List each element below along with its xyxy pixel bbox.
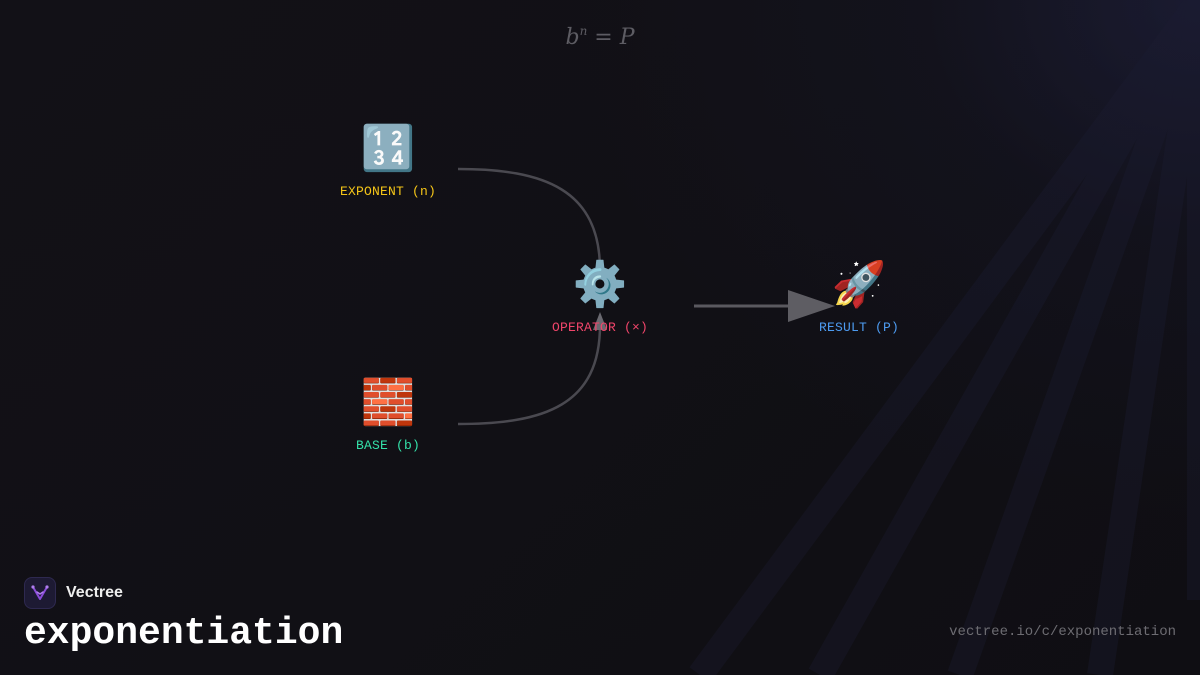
concept-url[interactable]: vectree.io/c/exponentiation (949, 624, 1176, 640)
rocket-icon: 🚀 (831, 259, 887, 310)
edge-base-to-operator (457, 324, 602, 426)
edge-exponent-to-operator (457, 167, 602, 271)
edge-operator-to-result-arrowhead (788, 290, 835, 322)
concept-title: exponentiation (24, 612, 344, 655)
node-result-label: RESULT (P) (818, 320, 899, 335)
formula-base: b (565, 25, 580, 50)
node-operator-label: OPERATOR (×) (551, 320, 648, 335)
node-result[interactable]: 🚀 RESULT (P) (779, 260, 939, 336)
formula-rest: = P (587, 25, 635, 50)
node-base[interactable]: 🧱 BASE (b) (308, 378, 468, 454)
node-exponent[interactable]: 🔢 EXPONENT (n) (308, 124, 468, 200)
node-exponent-label: EXPONENT (n) (339, 184, 436, 199)
formula-exponent: n (579, 24, 588, 38)
edge-convergence-arrowhead (593, 312, 607, 330)
input-numbers-icon: 🔢 (360, 123, 416, 174)
node-base-label: BASE (b) (355, 438, 420, 453)
gear-icon: ⚙️ (572, 259, 628, 310)
brick-icon: 🧱 (360, 377, 416, 428)
brand-name: Vectree (66, 584, 123, 601)
brand[interactable]: Vectree (24, 577, 123, 609)
vectree-logo-icon (24, 577, 56, 609)
formula: bn = P (0, 24, 1200, 50)
node-operator[interactable]: ⚙️ OPERATOR (×) (520, 260, 680, 336)
